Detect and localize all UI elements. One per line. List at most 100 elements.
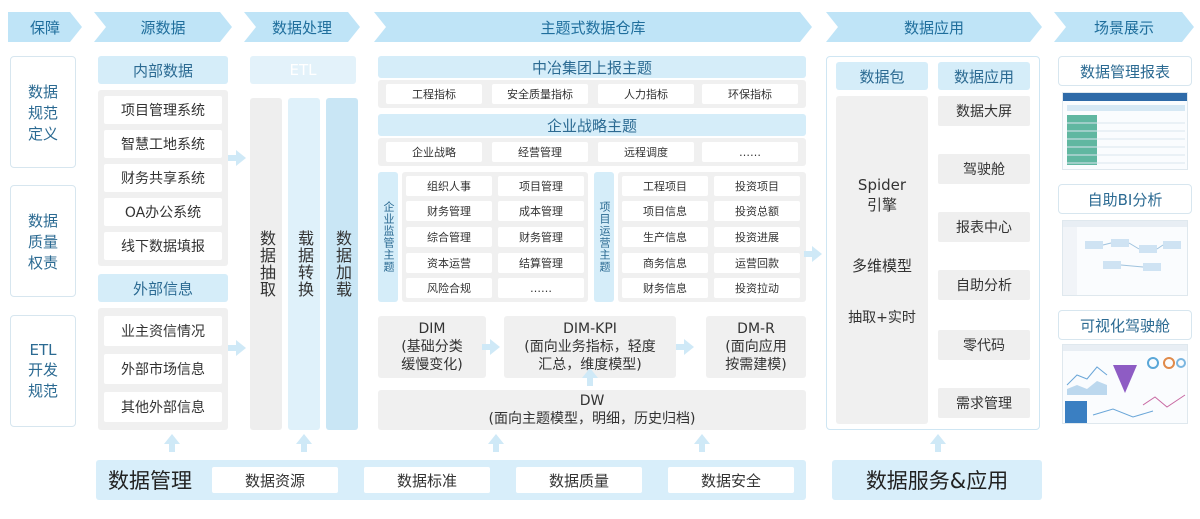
source-item: OA办公系统 [104,198,222,226]
internal-data-title: 内部数据 [98,56,228,84]
strategy-theme-panel: 企业战略 经营管理 远程调度 …… [378,138,806,166]
report-thumbnail [1062,92,1188,170]
report-item: 人力指标 [598,84,694,104]
supervision-item: 结算管理 [498,253,584,273]
guarantee-item: ETL 开发 规范 [10,315,76,427]
source-item: 业主资信情况 [104,316,222,346]
header-application: 数据应用 [826,12,1042,42]
source-item: 智慧工地系统 [104,130,222,158]
scene-title: 数据管理报表 [1058,56,1192,86]
arrow-up-icon [296,434,312,452]
operation-item: 项目信息 [622,201,708,221]
data-management-bar: 数据管理 数据资源 数据标准 数据质量 数据安全 [96,460,806,500]
source-item: 项目管理系统 [104,96,222,124]
dim-box: DIM (基础分类 缓慢变化) [378,316,486,378]
strategy-item: 远程调度 [598,142,694,162]
source-item: 线下数据填报 [104,232,222,260]
etl-title: ETL [250,56,356,84]
strategy-item: …… [702,142,798,162]
operation-item: 投资进展 [714,227,800,247]
supervision-item: 综合管理 [406,227,492,247]
dw-box: DW (面向主题模型，明细，历史归档) [378,390,806,430]
supervision-item: 组织人事 [406,176,492,196]
app-item: 数据大屏 [938,96,1030,126]
bi-thumbnail-graphic [1063,221,1187,295]
transform-label: 载据转换 [295,230,314,298]
extract-bar: 数据抽取 [250,98,282,430]
app-item: 需求管理 [938,388,1030,418]
app-item: 报表中心 [938,212,1030,242]
strategy-item: 企业战略 [386,142,482,162]
guarantee-item: 数据 规范 定义 [10,56,76,168]
arrow-right-icon [228,150,246,166]
data-app-panel: 数据大屏 驾驶舱 报表中心 自助分析 零代码 需求管理 [938,96,1030,424]
supervision-item: 成本管理 [498,201,584,221]
app-item: 驾驶舱 [938,154,1030,184]
package-item: Spider 引擎 [857,176,907,214]
arrow-up-icon [930,434,946,452]
dim-kpi-box: DIM-KPI (面向业务指标，轻度 汇总，维度模型) [504,316,676,378]
report-item: 环保指标 [702,84,798,104]
header-scene: 场景展示 [1054,12,1194,42]
load-bar: 数据加载 [326,98,358,430]
guarantee-item: 数据 质量 权责 [10,185,76,297]
source-item: 财务共享系统 [104,164,222,192]
cockpit-thumbnail-graphic [1063,345,1187,423]
scene-title: 可视化驾驶舱 [1058,310,1192,340]
supervision-theme-label: 企业监管主题 [378,172,398,302]
report-item: 工程指标 [386,84,482,104]
data-package-title: 数据包 [836,62,928,90]
operation-theme-panel: 工程项目 项目信息 生产信息 商务信息 财务信息 投资项目 投资总额 投资进展 … [618,172,806,302]
report-item: 安全质量指标 [492,84,588,104]
report-theme-panel: 工程指标 安全质量指标 人力指标 环保指标 [378,80,806,108]
app-item: 零代码 [938,330,1030,360]
operation-theme-text: 项目运营主题 [598,201,611,273]
guarantee-item-label: 数据 质量 权责 [27,211,58,272]
operation-item: 生产信息 [622,227,708,247]
supervision-item: 风险合规 [406,278,492,298]
package-item: 抽取+实时 [848,310,916,326]
data-package-panel: Spider 引擎 多维模型 抽取+实时 [836,96,928,424]
scene-title: 自助BI分析 [1058,184,1192,214]
operation-item: 运营回款 [714,253,800,273]
arrow-right-icon [676,339,694,355]
operation-item: 工程项目 [622,176,708,196]
supervision-item: 项目管理 [498,176,584,196]
data-app-title: 数据应用 [938,62,1030,90]
report-thumbnail-graphic [1063,93,1187,165]
operation-theme-label: 项目运营主题 [594,172,614,302]
supervision-theme-text: 企业监管主题 [382,201,395,273]
app-item: 自助分析 [938,270,1030,300]
header-processing: 数据处理 [244,12,360,42]
source-item: 外部市场信息 [104,354,222,384]
supervision-item: 财务管理 [406,201,492,221]
header-source: 源数据 [94,12,232,42]
data-management-title: 数据管理 [108,469,192,493]
management-item: 数据标准 [364,467,490,493]
supervision-item: 财务管理 [498,227,584,247]
operation-item: 投资拉动 [714,278,800,298]
external-info-title: 外部信息 [98,274,228,302]
cockpit-thumbnail [1062,344,1188,424]
package-item: 多维模型 [851,256,912,275]
operation-item: 投资总额 [714,201,800,221]
strategy-item: 经营管理 [492,142,588,162]
arrow-right-icon [482,339,500,355]
management-item: 数据安全 [668,467,794,493]
extract-label: 数据抽取 [257,230,276,298]
operation-item: 投资项目 [714,176,800,196]
arrow-up-icon [164,434,180,452]
operation-item: 商务信息 [622,253,708,273]
arrow-up-icon [582,368,598,386]
report-theme-title: 中冶集团上报主题 [378,56,806,78]
dm-r-box: DM-R (面向应用 按需建模) [706,316,806,378]
guarantee-item-label: 数据 规范 定义 [27,82,58,143]
header-warehouse: 主题式数据仓库 [374,12,812,42]
bi-thumbnail [1062,220,1188,296]
data-service-title: 数据服务&应用 [832,460,1042,500]
internal-data-panel: 项目管理系统 智慧工地系统 财务共享系统 OA办公系统 线下数据填报 [98,90,228,266]
management-item: 数据质量 [516,467,642,493]
arrow-up-icon [694,434,710,452]
strategy-theme-title: 企业战略主题 [378,114,806,136]
load-label: 数据加载 [333,230,352,298]
